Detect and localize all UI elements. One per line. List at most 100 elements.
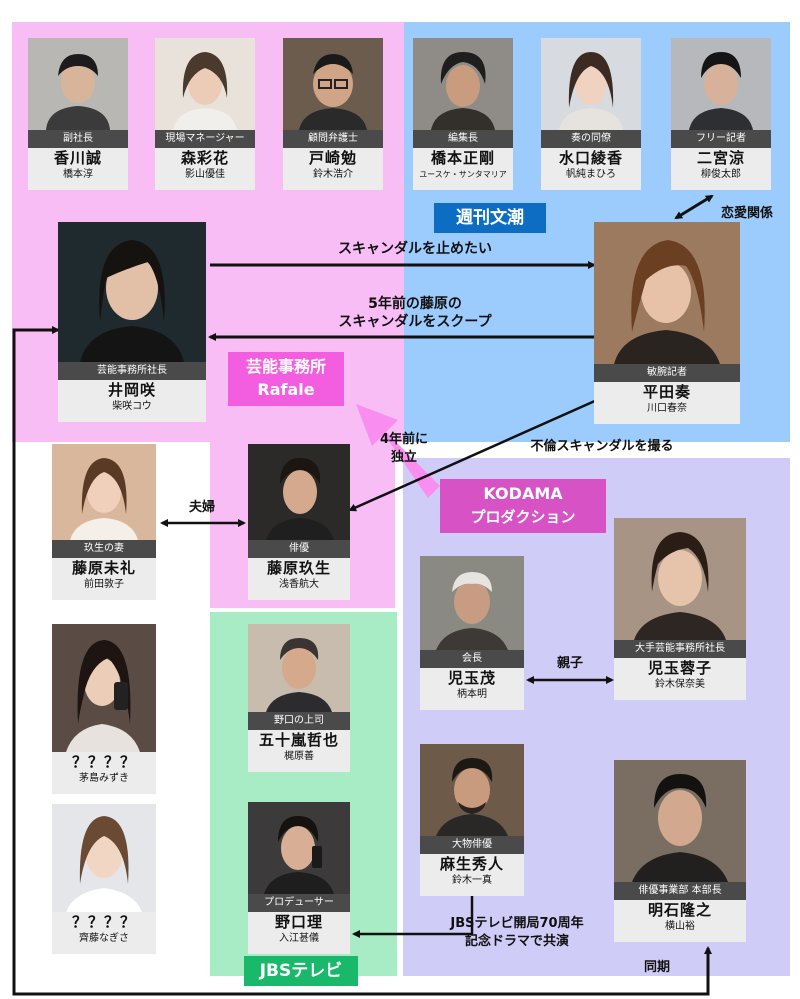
card-hashimoto[interactable]: 編集長 橋本正剛ユースケ・サンタマリア [413, 38, 513, 190]
role-label: プロデューサー [248, 894, 350, 912]
portrait-mizuguchi [541, 38, 641, 130]
actor-name: 横山裕 [665, 921, 695, 932]
card-mirei[interactable]: 玖生の妻 藤原未礼前田敦子 [52, 444, 156, 600]
portrait-kagawa [28, 38, 128, 130]
character-name: 香川誠 [53, 149, 102, 167]
card-igarashi[interactable]: 野口の上司 五十嵐哲也梶原善 [248, 624, 350, 772]
actor-name: 鈴木保奈美 [655, 679, 705, 690]
role-label: 大物俳優 [420, 836, 524, 854]
role-label: 芸能事務所社長 [58, 362, 206, 380]
relation-independent-line1: 4年前に [379, 432, 429, 447]
actor-name: 柴咲コウ [112, 401, 152, 412]
portrait-hashimoto [413, 38, 513, 130]
card-mori[interactable]: 現場マネージャー 森彩花影山優佳 [155, 38, 255, 190]
card-akashi[interactable]: 俳優事業部 本部長 明石隆之横山裕 [614, 760, 746, 942]
actor-name: 鈴木一真 [452, 875, 492, 886]
jbs-badge: JBSテレビ [244, 956, 358, 986]
character-name: 戸崎勉 [308, 149, 357, 167]
kodama-name-line1: KODAMA [483, 484, 563, 503]
relation-scoop-line1: 5年前の藤原の [368, 296, 462, 312]
role-label: 俳優事業部 本部長 [614, 882, 746, 900]
character-name: 藤原玖生 [266, 559, 331, 577]
relation-parent-child: 親子 [556, 656, 583, 671]
actor-name: 前田敦子 [84, 579, 124, 590]
character-name: ？？？？ [71, 753, 136, 771]
rafale-name-line2: Rafale [257, 380, 315, 399]
relation-independent-line2: 独立 [390, 450, 417, 465]
character-name: 麻生秀人 [439, 855, 504, 873]
card-kyusei[interactable]: 俳優 藤原玖生浅香航大 [248, 444, 350, 600]
portrait-mirei [52, 444, 156, 540]
relation-classmates: 同期 [643, 960, 670, 975]
character-name: 二宮涼 [696, 149, 745, 167]
role-label: 奏の同僚 [541, 130, 641, 148]
role-label: 副社長 [28, 130, 128, 148]
card-tozaki[interactable]: 顧問弁護士 戸崎勉鈴木浩介 [283, 38, 383, 190]
portrait-aso [420, 744, 524, 836]
relation-stop-scandal: スキャンダルを止めたい [338, 241, 492, 257]
kodama-badge: KODAMA プロダクション [440, 479, 606, 533]
actor-name: 茅島みずき [79, 773, 129, 784]
relation-affair: 不倫スキャンダルを撮る [530, 439, 674, 454]
card-kodama-shigeru[interactable]: 会長 児玉茂柄本明 [420, 556, 524, 710]
relation-costar-line1: JBSテレビ開局70周年 [450, 916, 584, 931]
actor-name: 柳俊太郎 [701, 169, 741, 180]
portrait-unknown-2 [52, 804, 156, 912]
character-name: 藤原未礼 [71, 559, 136, 577]
card-unknown-2[interactable]: ？？？？ 齊藤なぎさ [52, 804, 156, 954]
card-noguchi[interactable]: プロデューサー 野口理入江甚儀 [248, 802, 350, 954]
character-name: 五十嵐哲也 [258, 731, 339, 749]
role-label: 現場マネージャー [155, 130, 255, 148]
character-name: 野口理 [274, 913, 323, 931]
classmates-arrow [12, 326, 712, 996]
actor-name: 浅香航大 [279, 579, 319, 590]
actor-name: 梶原善 [284, 751, 314, 762]
actor-name: 影山優佳 [185, 169, 225, 180]
portrait-kodama-shigeru [420, 556, 524, 650]
portrait-ninomiya [671, 38, 771, 130]
actor-name: 入江甚儀 [279, 933, 319, 944]
card-hirata[interactable]: 敏腕記者 平田奏川口春奈 [594, 222, 740, 424]
character-name: 児玉蓉子 [647, 659, 712, 677]
role-label: 顧問弁護士 [283, 130, 383, 148]
actor-name: 川口春奈 [647, 403, 687, 414]
card-unknown-1[interactable]: ？？？？ 茅島みずき [52, 624, 156, 794]
portrait-tozaki [283, 38, 383, 130]
portrait-hirata [594, 222, 740, 364]
character-name: 平田奏 [642, 383, 691, 401]
character-name: 森彩花 [180, 149, 229, 167]
role-label: フリー記者 [671, 130, 771, 148]
card-ioka[interactable]: 芸能事務所社長 井岡咲柴咲コウ [58, 222, 206, 422]
role-label: 敏腕記者 [594, 364, 740, 382]
character-name: ？？？？ [71, 913, 136, 931]
romance-arrow [674, 194, 714, 220]
rafale-name-line1: 芸能事務所 [245, 357, 326, 376]
character-name: 水口綾香 [558, 149, 623, 167]
portrait-kodama-keiko [614, 518, 746, 640]
relation-scoop-line2: スキャンダルをスクープ [338, 314, 492, 330]
character-name: 井岡咲 [107, 381, 156, 399]
character-name: 明石隆之 [647, 901, 712, 919]
relation-romance: 恋愛関係 [720, 206, 773, 221]
relation-costar-line2: 記念ドラマで共演 [464, 934, 569, 949]
card-kodama-keiko[interactable]: 大手芸能事務所社長 児玉蓉子鈴木保奈美 [614, 518, 746, 700]
actor-name: 帆純まひろ [566, 169, 616, 180]
card-ninomiya[interactable]: フリー記者 二宮涼柳俊太郎 [671, 38, 771, 190]
actor-name: 齊藤なぎさ [79, 933, 129, 944]
card-kagawa[interactable]: 副社長 香川誠橋本淳 [28, 38, 128, 190]
rafale-badge: 芸能事務所 Rafale [228, 352, 344, 406]
character-name: 橋本正剛 [430, 149, 495, 167]
portrait-igarashi [248, 624, 350, 712]
actor-name: ユースケ・サンタマリア [419, 170, 507, 179]
role-label: 会長 [420, 650, 524, 668]
portrait-unknown-1 [52, 624, 156, 752]
actor-name: 柄本明 [457, 689, 487, 700]
kodama-name-line2: プロダクション [470, 508, 576, 526]
relation-married: 夫婦 [188, 500, 215, 515]
role-label: 玖生の妻 [52, 540, 156, 558]
card-aso[interactable]: 大物俳優 麻生秀人鈴木一真 [420, 744, 524, 896]
card-mizuguchi[interactable]: 奏の同僚 水口綾香帆純まひろ [541, 38, 641, 190]
portrait-akashi [614, 760, 746, 882]
role-label: 編集長 [413, 130, 513, 148]
